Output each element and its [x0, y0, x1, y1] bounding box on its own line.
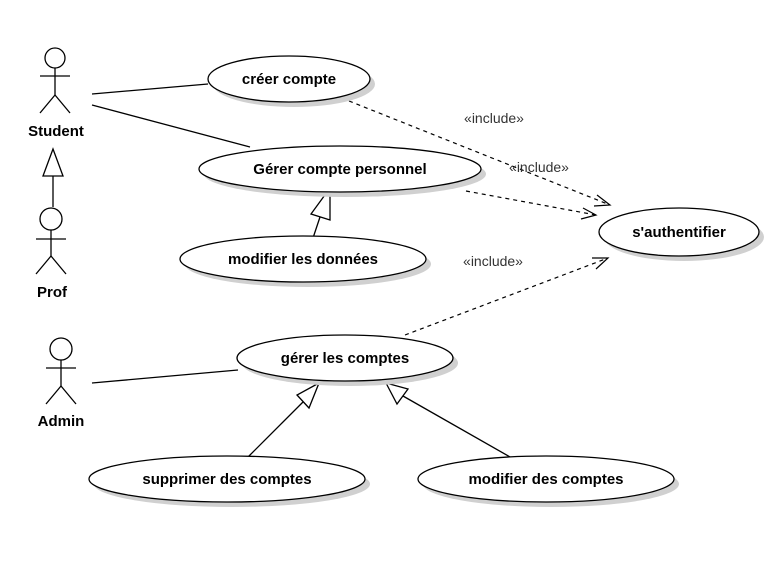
generalization-modifier-donnees-line [312, 216, 321, 239]
actor-student: Student [28, 47, 84, 140]
association-student-creer-compte [91, 83, 209, 95]
use-case-gerer-compte-personnel: Gérer compte personnel [198, 145, 486, 197]
use-case-supprimer-comptes-label: supprimer des comptes [142, 471, 311, 488]
include-label-3: «include» [463, 253, 523, 269]
stick-figure-icon [39, 47, 71, 114]
use-case-gerer-comptes-label: gérer les comptes [281, 350, 409, 367]
use-case-creer-compte-label: créer compte [242, 71, 336, 88]
use-case-modifier-donnees: modifier les données [179, 235, 431, 287]
include-gerer-comptes-line [404, 257, 609, 336]
use-case-creer-compte: créer compte [207, 55, 375, 107]
use-case-sauthentifier-label: s'authentifier [632, 224, 726, 241]
generalization-modifier-comptes-line [402, 395, 511, 458]
actor-student-label: Student [28, 123, 84, 140]
include-label-2: «include» [509, 159, 569, 175]
use-case-modifier-comptes: modifier des comptes [417, 455, 679, 507]
include-label-1: «include» [464, 110, 524, 126]
association-student-gerer-compte-personnel [91, 104, 251, 148]
generalization-prof-student-arrowhead [42, 147, 64, 177]
include-gerer-compte-personnel-line [465, 190, 597, 216]
include-creer-compte-arrowhead [593, 194, 612, 207]
use-case-gerer-comptes: gérer les comptes [236, 334, 458, 386]
stick-figure-icon [45, 337, 77, 405]
include-gerer-compte-personnel-arrowhead [580, 207, 598, 220]
generalization-supprimer-line [247, 401, 304, 458]
use-case-modifier-donnees-label: modifier les données [228, 251, 378, 268]
use-case-supprimer-comptes: supprimer des comptes [88, 455, 370, 507]
generalization-modifier-comptes-arrowhead [384, 381, 410, 406]
actor-prof-label: Prof [37, 284, 68, 301]
include-creer-compte-line [348, 100, 611, 206]
association-admin-gerer-comptes [91, 369, 239, 384]
use-case-sauthentifier: s'authentifier [598, 207, 764, 261]
stick-figure-icon [35, 207, 67, 275]
actor-admin-label: Admin [38, 413, 85, 430]
use-case-modifier-comptes-label: modifier des comptes [468, 471, 623, 488]
include-gerer-comptes-arrowhead [592, 257, 610, 270]
actor-prof: Prof [35, 207, 68, 301]
actor-admin: Admin [38, 337, 85, 430]
generalization-supprimer-arrowhead [295, 381, 321, 410]
use-case-gerer-compte-personnel-label: Gérer compte personnel [253, 161, 426, 178]
